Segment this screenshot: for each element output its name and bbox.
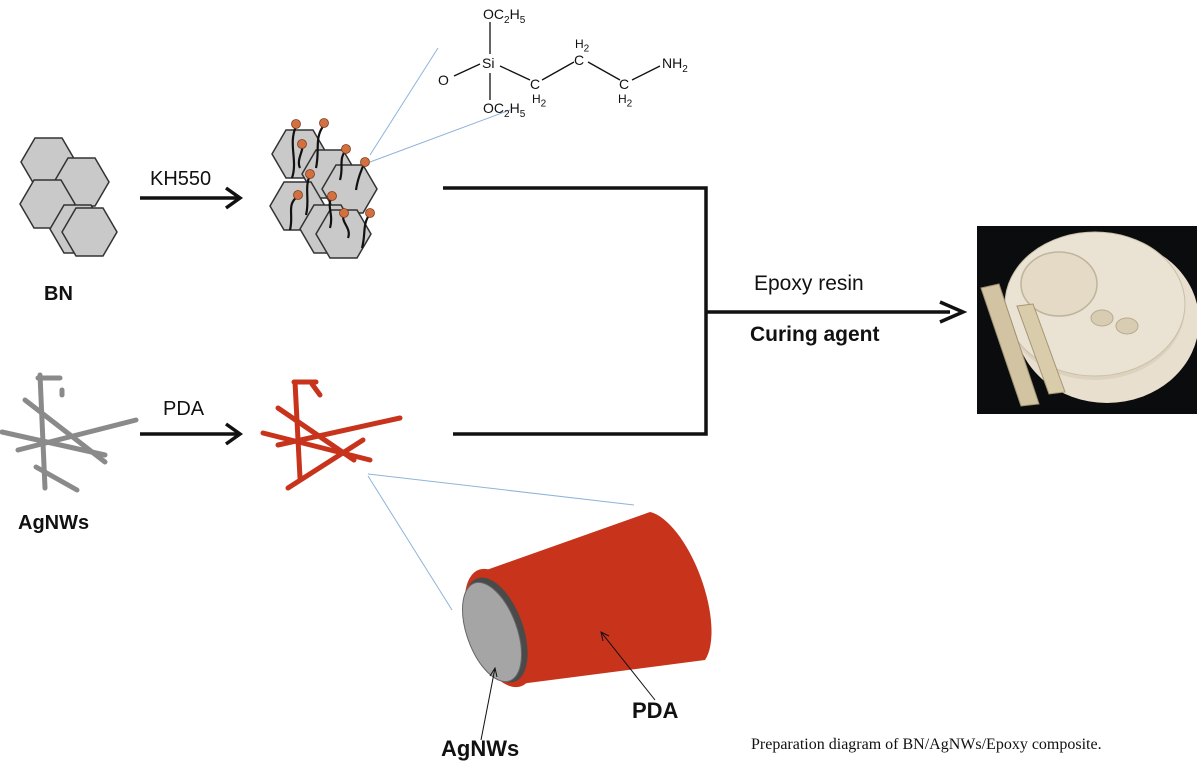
molecule-h2-a: H2 bbox=[575, 37, 590, 55]
kh550-arrow bbox=[140, 186, 244, 210]
molecule-nh2: NH2 bbox=[662, 55, 688, 75]
molecule-c-c: C bbox=[619, 76, 630, 92]
bn-label: BN bbox=[44, 283, 73, 305]
epoxy-resin-label: Epoxy resin bbox=[754, 272, 864, 295]
composite-sample-photo bbox=[977, 226, 1197, 414]
pda-cylinder-label: PDA bbox=[632, 698, 679, 723]
molecule-h2-c: H2 bbox=[618, 92, 633, 110]
figure-caption: Preparation diagram of BN/AgNWs/Epoxy co… bbox=[751, 736, 1102, 753]
molecule-o-left: O bbox=[438, 72, 449, 88]
cylinder-pointer-arrows bbox=[480, 631, 656, 741]
molecule-si: Si bbox=[482, 55, 495, 71]
agnws-cylinder-label: AgNWs bbox=[441, 736, 520, 761]
agnws-label: AgNWs bbox=[18, 512, 90, 534]
molecule-oc2h5-bottom: OC2H5 bbox=[483, 100, 526, 120]
modified-bn-stack bbox=[269, 118, 378, 259]
curing-agent-label: Curing agent bbox=[750, 323, 880, 346]
molecule-c-b: C bbox=[530, 76, 541, 92]
agnws-gray-wires bbox=[0, 372, 139, 493]
agnw-pda-cylinder bbox=[462, 512, 712, 688]
molecule-oc2h5-top: OC2H5 bbox=[483, 6, 526, 26]
molecule-h2-b: H2 bbox=[532, 92, 547, 110]
merge-connector bbox=[443, 186, 968, 436]
kh550-molecule-bonds bbox=[453, 22, 661, 100]
pda-coated-wires bbox=[260, 379, 403, 491]
bn-hexagon-stack bbox=[19, 137, 118, 257]
cylinder-leader-lines bbox=[367, 473, 635, 611]
molecule-leader-lines bbox=[369, 47, 511, 163]
molecule-c-a: C bbox=[574, 52, 585, 68]
kh550-label: KH550 bbox=[150, 168, 212, 190]
pda-arrow bbox=[140, 422, 244, 446]
pda-arrow-label: PDA bbox=[163, 398, 205, 420]
